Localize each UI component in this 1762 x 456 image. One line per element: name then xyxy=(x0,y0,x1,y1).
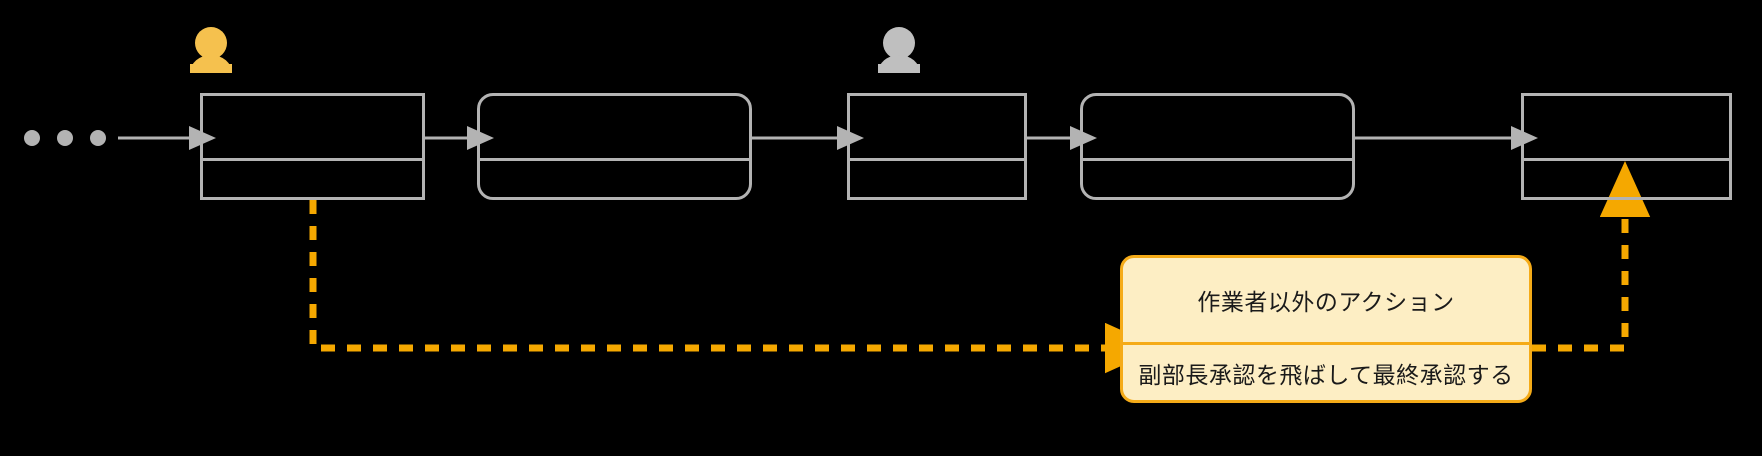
action-callout-body: 副部長承認を飛ばして最終承認する xyxy=(1138,361,1514,388)
process-box-5-subtitle xyxy=(1524,161,1729,197)
ellipsis-dots-icon xyxy=(24,130,106,146)
process-box-5[interactable] xyxy=(1521,93,1732,200)
process-box-2-subtitle xyxy=(480,161,749,197)
process-box-2[interactable] xyxy=(477,93,752,200)
process-box-4-title xyxy=(1083,96,1352,161)
process-box-4-subtitle xyxy=(1083,161,1352,197)
process-box-1[interactable] xyxy=(200,93,425,200)
process-box-3[interactable] xyxy=(847,93,1027,200)
process-box-1-subtitle xyxy=(203,161,422,197)
process-box-3-subtitle xyxy=(850,161,1024,197)
action-callout-header: 作業者以外のアクション xyxy=(1123,258,1529,345)
dashed-path-callout-to-box5 xyxy=(1532,161,1651,352)
person-icon-non-actor xyxy=(878,27,920,73)
process-box-1-title xyxy=(203,96,422,161)
process-box-4[interactable] xyxy=(1080,93,1355,200)
process-box-5-title xyxy=(1524,96,1729,161)
process-box-3-title xyxy=(850,96,1024,161)
action-callout[interactable]: 作業者以外のアクション 副部長承認を飛ばして最終承認する xyxy=(1120,255,1532,403)
dashed-path-box1-to-callout xyxy=(309,200,1161,374)
person-icon-actor xyxy=(190,27,232,73)
process-box-2-title xyxy=(480,96,749,161)
